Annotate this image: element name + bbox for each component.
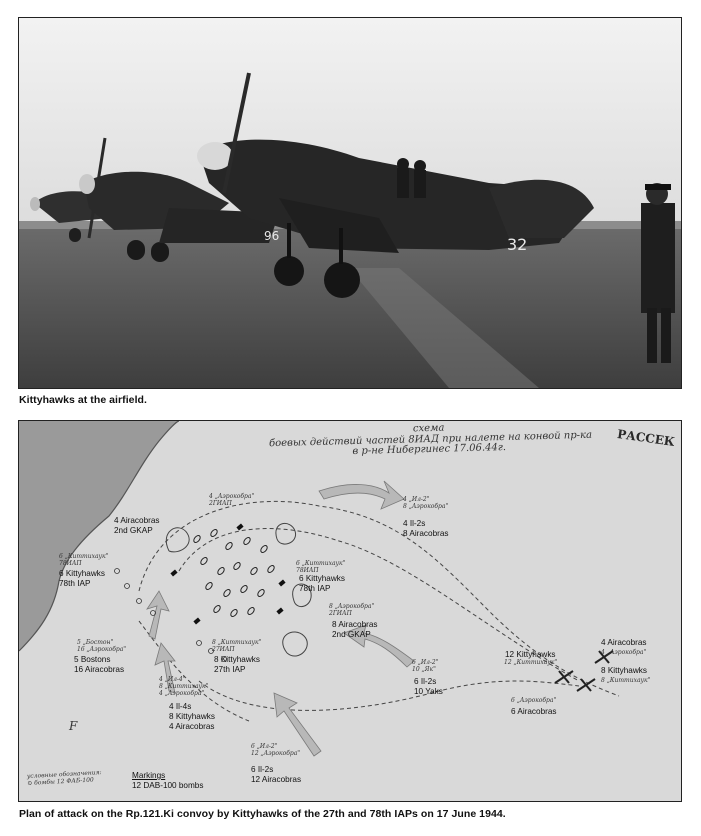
- attack-arrows: [146, 480, 415, 757]
- coastline: [19, 421, 179, 651]
- photo-caption: Kittyhawks at the airfield.: [19, 394, 147, 406]
- label-right-kitty: 12 Kittyhawks: [505, 650, 556, 659]
- hw-tag: 4 „Аэрокобра"2ГИАП: [209, 493, 255, 507]
- hw-tag: 8 „Киттихаук"27ИАП: [212, 639, 262, 653]
- label-far-right-kitty: 8 Kittyhawks: [601, 666, 647, 675]
- hw-tag: 6 „Ил-2"12 „Аэрокобра": [251, 743, 301, 757]
- aircraft-number-marking: 96: [264, 229, 279, 243]
- standing-officer: [641, 183, 675, 363]
- aircraft-number-marking: 32: [507, 235, 527, 254]
- markings-heading: Markings: [132, 771, 166, 780]
- attack-plan-drawing: [19, 421, 681, 801]
- hw-tag: 6 „Киттихаук"78ИАП: [296, 560, 346, 574]
- map-caption: Plan of attack on the Rp.121.Ki convoy b…: [19, 808, 506, 820]
- attack-loops: [165, 523, 312, 657]
- markings-text: 12 DAB-100 bombs: [132, 781, 204, 790]
- convoy-ships: [193, 529, 275, 617]
- attack-plan-map: схема боевых действий частей 8ИАД при на…: [18, 420, 682, 802]
- hw-tag: 6 „Аэрокобра": [511, 697, 557, 704]
- kittyhawks-photo-image: 32 96: [19, 18, 681, 388]
- hw-tag: 6 „Киттихаук"78ИАП: [59, 553, 109, 567]
- hw-tag: 6 „Ил-2"10 „Як": [412, 659, 439, 673]
- hw-tag: 4 „Ил-4"8 „Киттихаук"4 „Аэрокобра": [159, 676, 209, 697]
- label-far-right-cobras: 4 Airacobras: [601, 638, 647, 647]
- hw-tag: 4 „Аэрокобра": [601, 649, 647, 656]
- airfield-photo: 32 96: [18, 17, 682, 389]
- hw-tag: 8 „Аэрокобра"2ГИАП: [329, 603, 375, 617]
- markings-legend: Markings 12 DAB-100 bombs: [132, 771, 203, 791]
- hw-tag: 12 „Киттихаук": [504, 659, 558, 666]
- bomb-marks: [114, 568, 227, 662]
- letter-mark: F: [69, 719, 78, 733]
- aircraft-middle: [79, 137, 279, 262]
- convoy-escorts: [170, 523, 286, 625]
- aircraft-main: 32 96: [197, 72, 594, 298]
- aircraft-symbols: [554, 650, 614, 692]
- hw-tag: 5 „Бостон"16 „Аэрокобра": [77, 639, 127, 653]
- hw-tag: 4 „Ил-2"8 „Аэрокобра": [403, 496, 449, 510]
- label-lower-right-cobras: 6 Airacobras: [511, 707, 557, 716]
- hw-tag: 8 „Киттихаук": [601, 677, 651, 684]
